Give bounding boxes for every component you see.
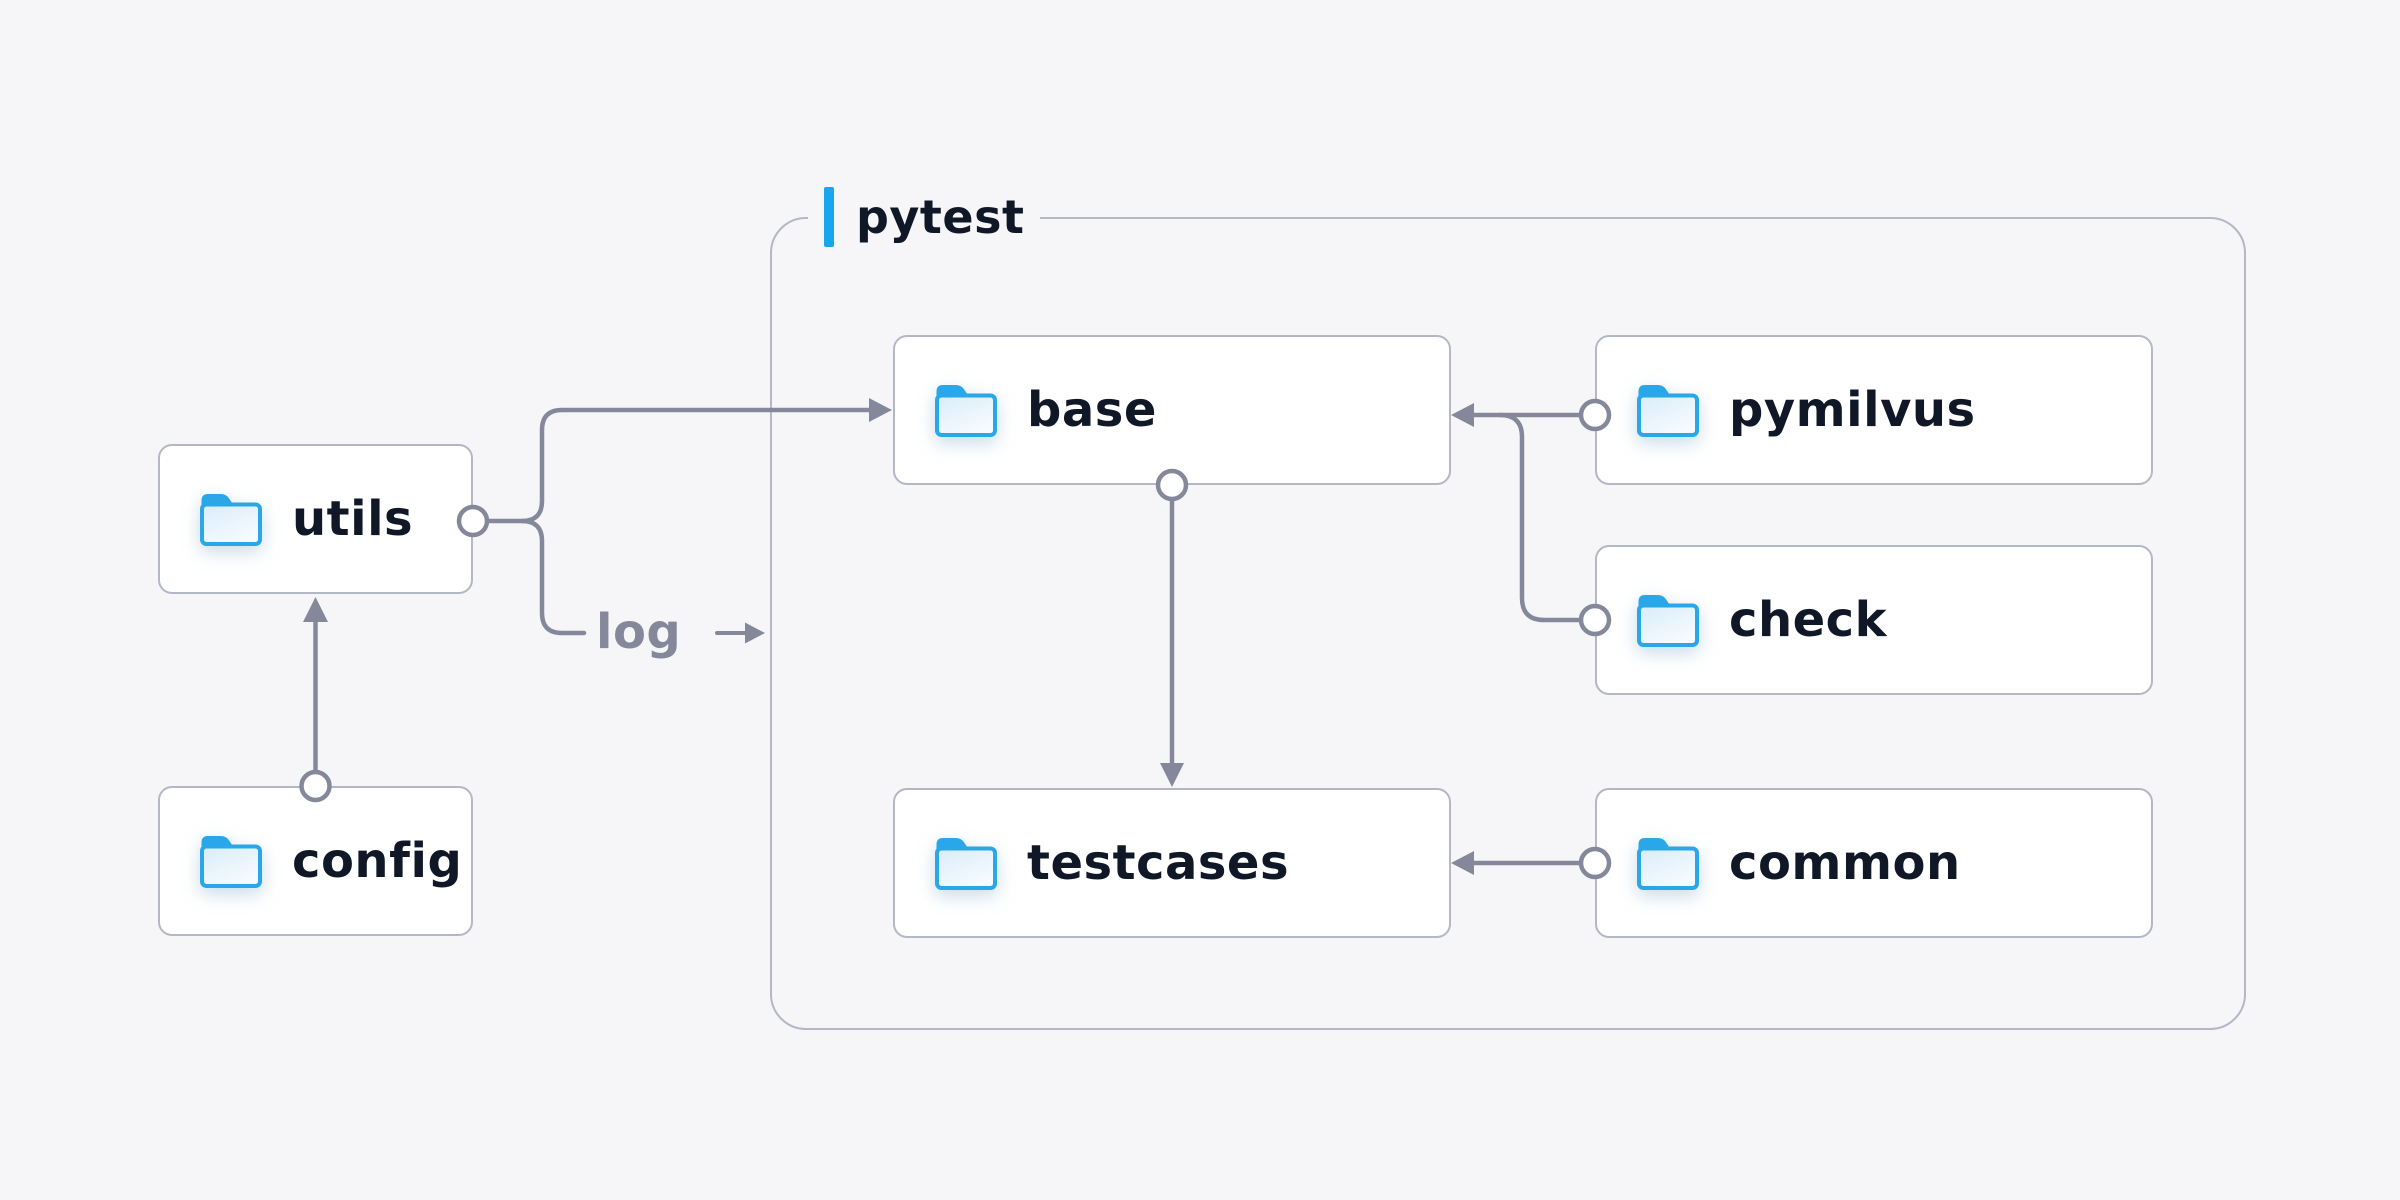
folder-icon: [1637, 595, 1699, 647]
node-testcases[interactable]: testcases: [893, 788, 1451, 938]
node-label: common: [1729, 835, 1961, 891]
node-check[interactable]: check: [1595, 545, 2153, 695]
node-label: pymilvus: [1729, 382, 1976, 438]
node-label: config: [292, 833, 463, 889]
pytest-container: [770, 217, 2246, 1030]
folder-icon: [200, 494, 262, 546]
folder-icon: [935, 838, 997, 890]
node-label: testcases: [1027, 835, 1290, 891]
folder-icon: [200, 836, 262, 888]
node-config[interactable]: config: [158, 786, 473, 936]
accent-bar-icon: [824, 187, 834, 247]
node-utils[interactable]: utils: [158, 444, 473, 594]
node-label: check: [1729, 592, 1888, 648]
node-pymilvus[interactable]: pymilvus: [1595, 335, 2153, 485]
pytest-container-title: pytest: [856, 190, 1025, 244]
folder-icon: [935, 385, 997, 437]
edge-utils-log: [519, 518, 587, 636]
folder-icon: [1637, 385, 1699, 437]
node-common[interactable]: common: [1595, 788, 2153, 938]
folder-icon: [1637, 838, 1699, 890]
node-base[interactable]: base: [893, 335, 1451, 485]
node-label: base: [1027, 382, 1157, 438]
node-label: utils: [292, 491, 414, 547]
arrowhead-small-right-icon: [745, 622, 765, 644]
edge-label-log: log: [596, 604, 682, 661]
pytest-container-label: pytest: [808, 187, 1041, 247]
arrowhead-up-icon: [303, 597, 328, 622]
